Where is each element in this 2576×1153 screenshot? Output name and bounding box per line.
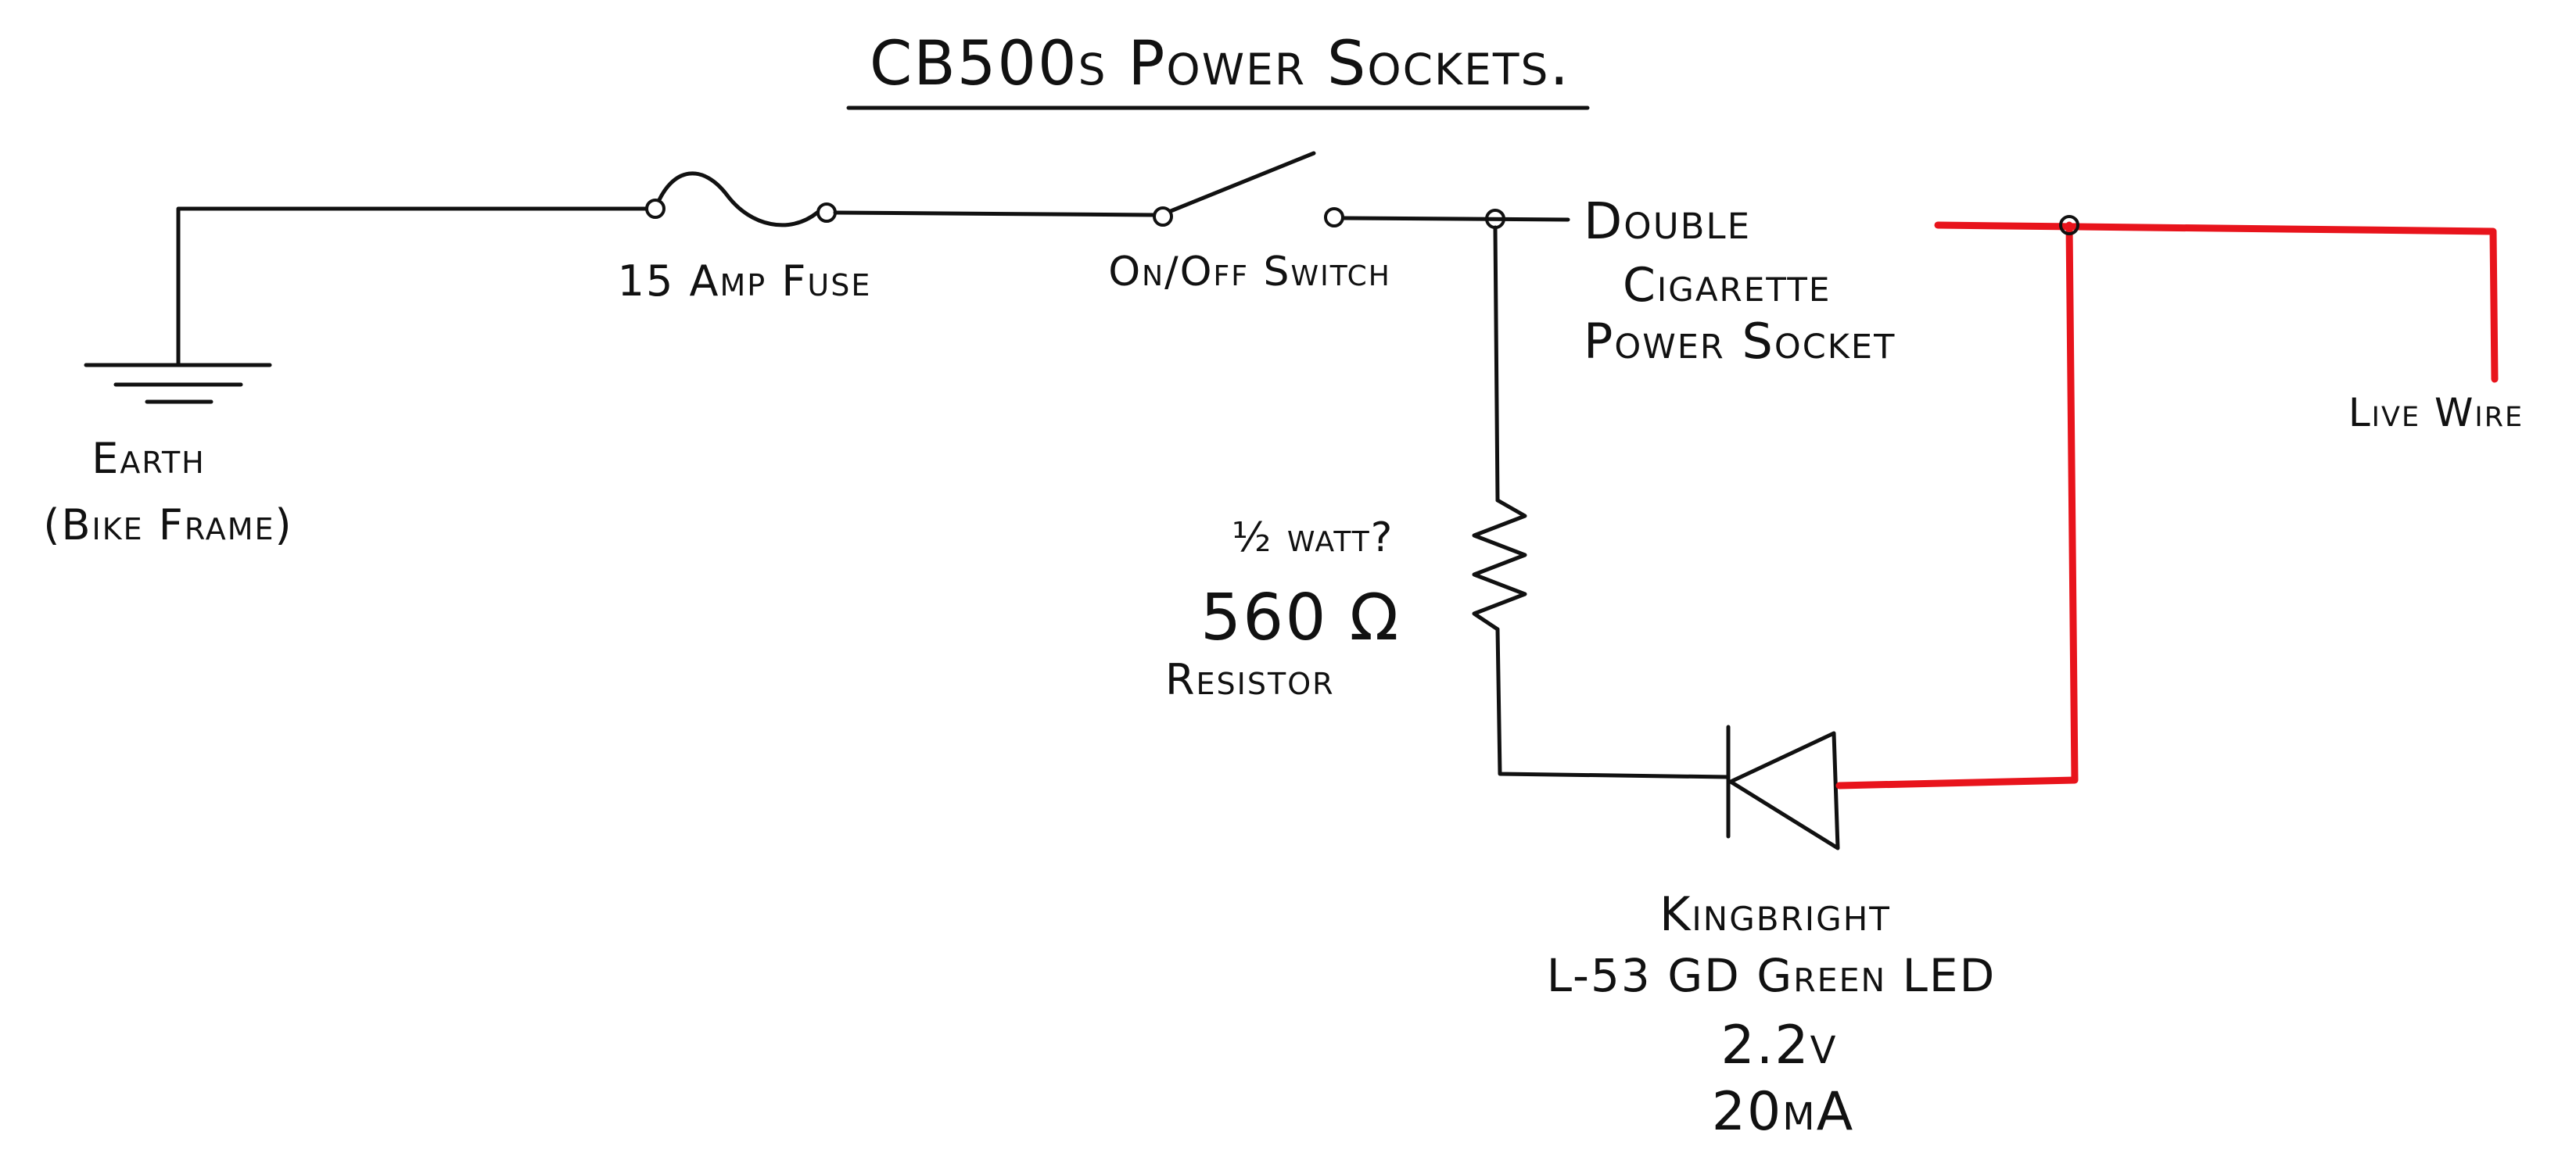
switch-icon — [1153, 151, 1344, 227]
resistor-icon — [1472, 498, 1527, 632]
svg-text:560 Ω: 560 Ω — [1200, 581, 1400, 655]
led-label: Kingbright L-53 GD Green LED 2.2v 20mA — [1547, 887, 1996, 1143]
svg-text:Power Socket: Power Socket — [1584, 313, 1896, 370]
switch-socket-wire — [1341, 216, 1570, 222]
switch-label: On/Off Switch — [1108, 249, 1391, 295]
svg-text:Resistor: Resistor — [1165, 655, 1335, 704]
ground-icon — [84, 363, 272, 404]
diagram-title: CB500s Power Sockets. — [870, 29, 1570, 99]
svg-text:Kingbright: Kingbright — [1659, 887, 1891, 942]
resistor-label: ½ watt? 560 Ω Resistor — [1165, 514, 1400, 704]
socket-label: Double Cigarette Power Socket — [1584, 193, 1896, 370]
fuse-icon — [645, 171, 837, 227]
resistor-branch — [1472, 225, 1731, 779]
live-wire-label: Live Wire — [2348, 390, 2524, 435]
earth-label: Earth (Bike Frame) — [43, 434, 292, 550]
svg-text:L-53 GD Green LED: L-53 GD Green LED — [1547, 949, 1996, 1002]
live-wiring — [1835, 215, 2499, 790]
fuse-label: 15 Amp Fuse — [618, 256, 872, 306]
svg-text:Cigarette: Cigarette — [1623, 258, 1831, 313]
svg-text:20mA: 20mA — [1712, 1081, 1854, 1143]
fuse-switch-wire — [833, 210, 1156, 217]
svg-text:Earth: Earth — [91, 434, 206, 483]
led-diode-icon — [1726, 725, 1840, 850]
svg-text:½ watt?: ½ watt? — [1232, 514, 1394, 561]
earth-wire — [176, 206, 648, 367]
svg-text:(Bike Frame): (Bike Frame) — [43, 500, 292, 550]
svg-text:2.2v: 2.2v — [1721, 1015, 1838, 1076]
svg-text:Double: Double — [1584, 193, 1751, 251]
